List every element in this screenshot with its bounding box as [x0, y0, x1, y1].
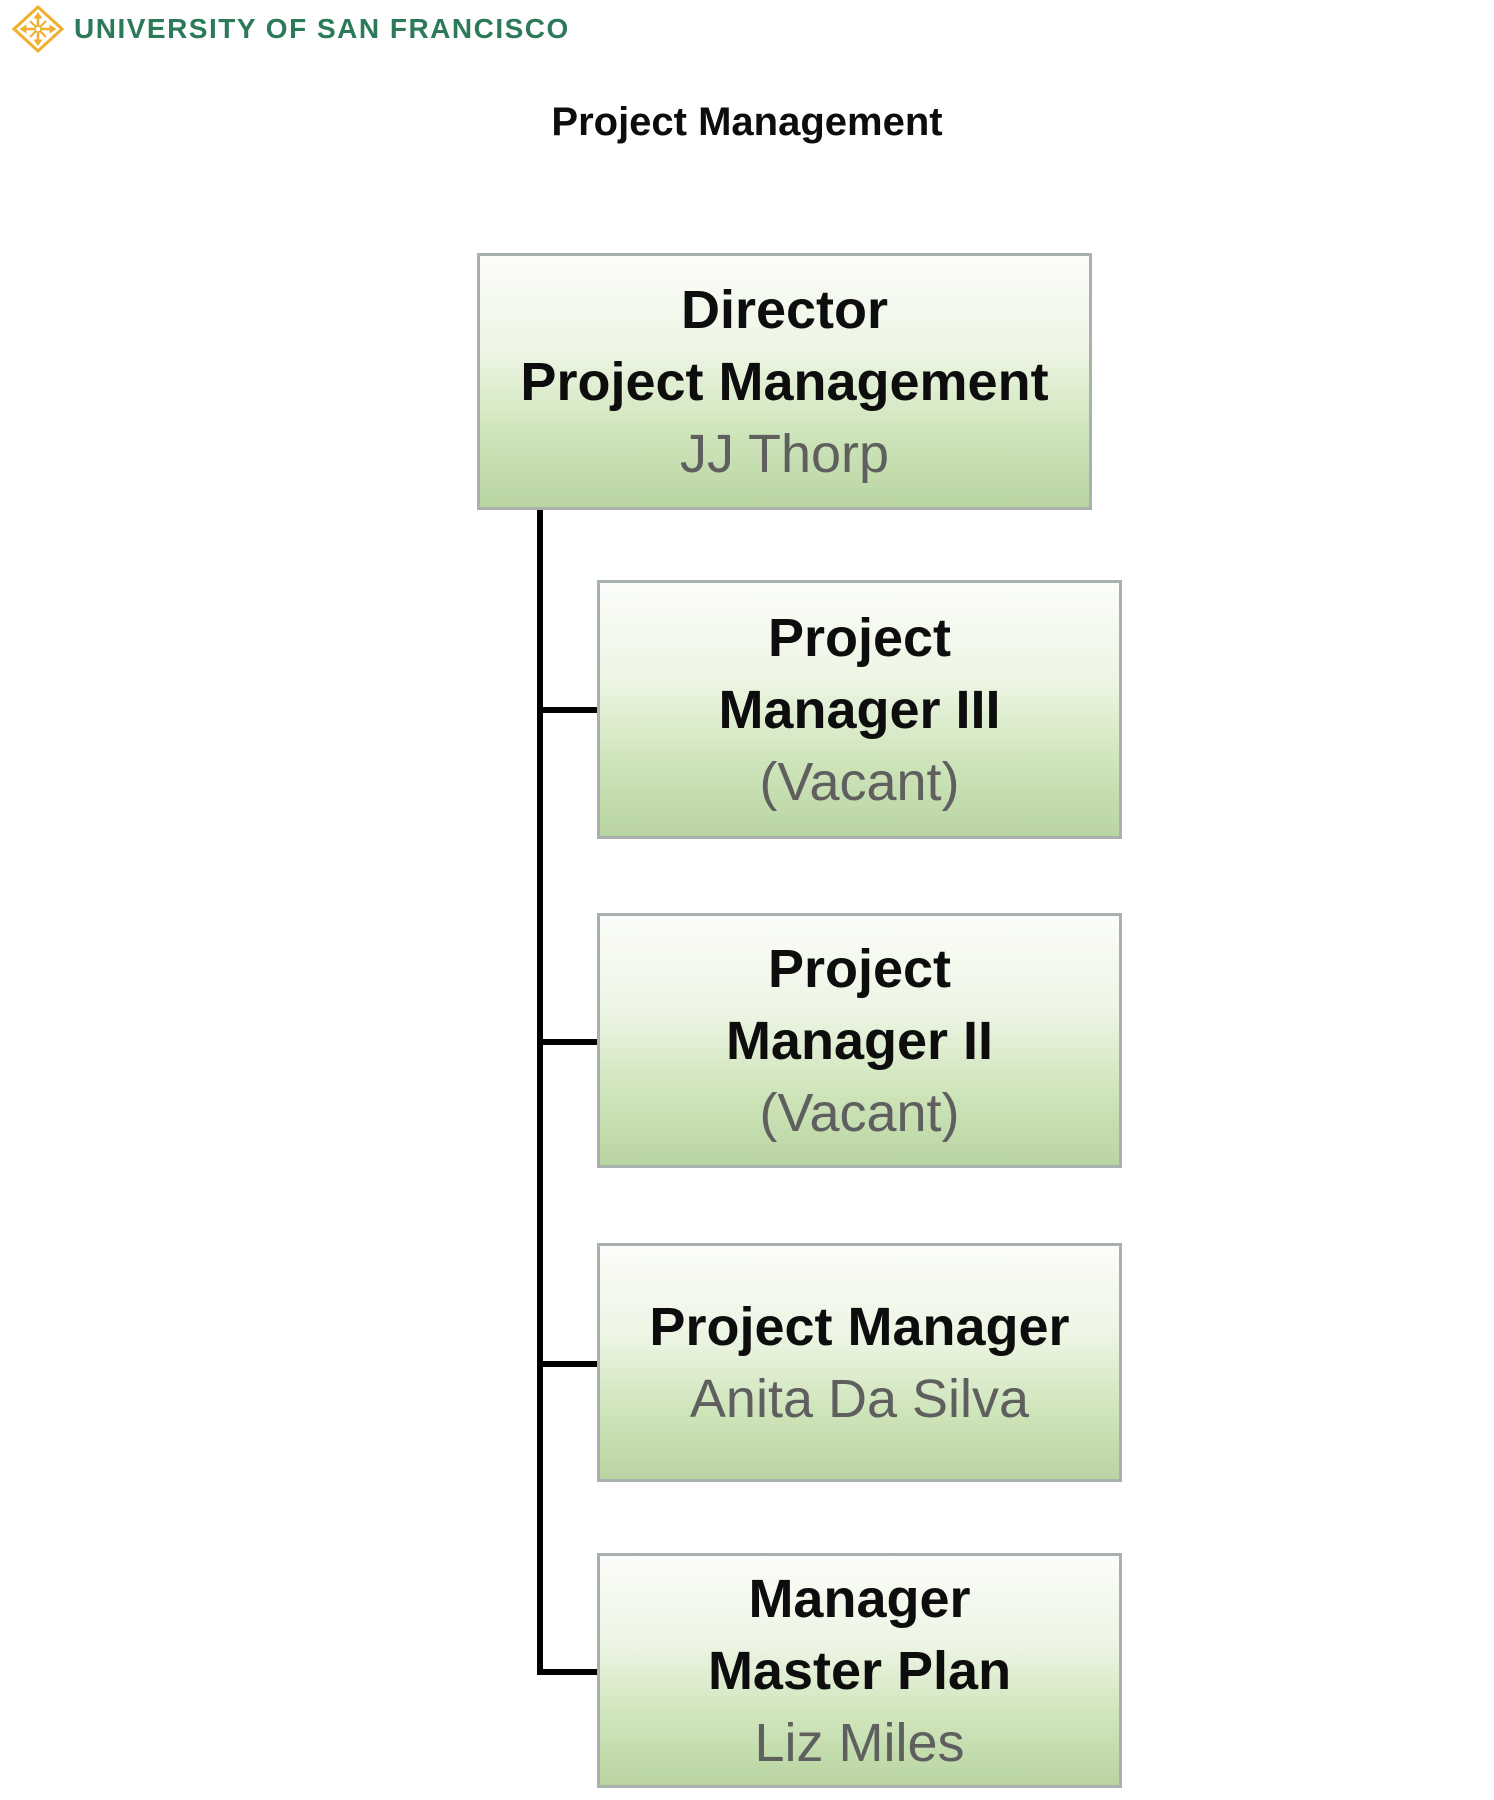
node-title-line: Project Manager [649, 1296, 1070, 1357]
node-title-line: Manager II [725, 1010, 994, 1071]
org-node-project-manager-iii: Project Manager III (Vacant) [597, 580, 1122, 839]
connector-branch-master-plan [539, 1669, 597, 1675]
org-node-manager-master-plan: Manager Master Plan Liz Miles [597, 1553, 1122, 1788]
university-logo: UNIVERSITY OF SAN FRANCISCO [12, 5, 570, 53]
node-title-line: Manager III [718, 679, 1001, 740]
university-name: UNIVERSITY OF SAN FRANCISCO [74, 13, 570, 44]
node-person-name: (Vacant) [759, 1082, 960, 1143]
connector-branch-project-manager [539, 1361, 597, 1367]
node-title-line: Project [767, 607, 952, 668]
node-person-name: (Vacant) [759, 751, 960, 812]
node-person-name: Anita Da Silva [689, 1368, 1030, 1429]
org-node-project-manager-ii: Project Manager II (Vacant) [597, 913, 1122, 1168]
node-title-line: Project Management [520, 351, 1049, 412]
node-title-line: Manager [748, 1568, 971, 1629]
connector-branch-manager-iii [539, 707, 597, 713]
usf-compass-icon [12, 5, 64, 53]
org-node-project-manager: Project Manager Anita Da Silva [597, 1243, 1122, 1482]
org-node-director: Director Project Management JJ Thorp [477, 253, 1092, 510]
node-person-name: Liz Miles [754, 1712, 965, 1773]
node-title-line: Master Plan [707, 1640, 1012, 1701]
page-title: Project Management [551, 100, 943, 144]
node-title-line: Project [767, 938, 952, 999]
connector-branch-manager-ii [539, 1039, 597, 1045]
connector-trunk [537, 506, 543, 1675]
node-title-line: Director [680, 279, 889, 340]
node-person-name: JJ Thorp [679, 423, 890, 484]
